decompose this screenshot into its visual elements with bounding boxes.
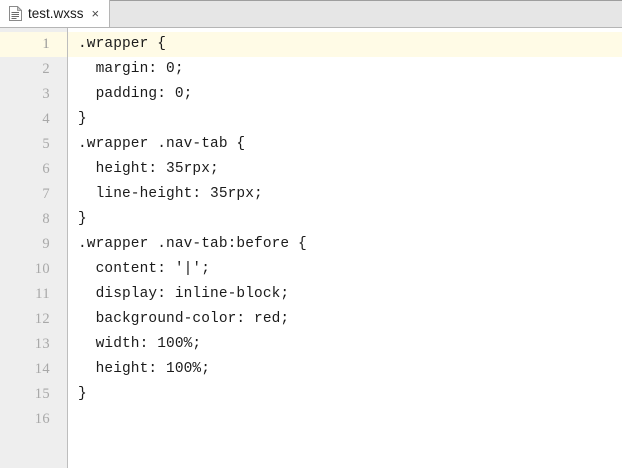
- code-line[interactable]: height: 100%;: [78, 361, 211, 377]
- line-number[interactable]: 13: [34, 336, 50, 352]
- line-number[interactable]: 1: [0, 32, 67, 57]
- line-number[interactable]: 15: [34, 386, 50, 402]
- line-number[interactable]: 11: [35, 286, 50, 302]
- code-line[interactable]: [68, 407, 622, 432]
- code-line[interactable]: }: [78, 386, 87, 402]
- code-line[interactable]: .wrapper .nav-tab:before {: [78, 236, 307, 252]
- code-line[interactable]: width: 100%;: [78, 336, 202, 352]
- code-line[interactable]: background-color: red;: [78, 311, 290, 327]
- tab-test-wxss[interactable]: test.wxss ×: [0, 0, 111, 27]
- line-number[interactable]: 12: [34, 311, 50, 327]
- code-line[interactable]: }: [78, 111, 87, 127]
- line-number[interactable]: 4: [42, 111, 50, 127]
- tab-bar-empty-area: [110, 0, 622, 27]
- code-line[interactable]: .wrapper .nav-tab {: [78, 136, 246, 152]
- tab-label: test.wxss: [28, 5, 84, 21]
- code-line[interactable]: .wrapper {: [68, 32, 622, 57]
- line-number[interactable]: 3: [42, 86, 50, 102]
- document-icon: [9, 6, 22, 21]
- code-line[interactable]: }: [78, 211, 87, 227]
- line-number[interactable]: 6: [42, 161, 50, 177]
- code-line[interactable]: line-height: 35rpx;: [78, 186, 263, 202]
- line-number[interactable]: 9: [42, 236, 50, 252]
- code-text-area[interactable]: .wrapper { margin: 0; padding: 0;} .wrapp…: [68, 28, 622, 468]
- line-number[interactable]: 14: [34, 361, 50, 377]
- code-line[interactable]: height: 35rpx;: [78, 161, 219, 177]
- code-line[interactable]: margin: 0;: [78, 61, 184, 77]
- code-line[interactable]: content: '|';: [78, 261, 211, 277]
- code-line[interactable]: display: inline-block;: [78, 286, 290, 302]
- tab-close-icon[interactable]: ×: [91, 5, 100, 21]
- line-number[interactable]: 5: [42, 136, 50, 152]
- line-number[interactable]: 7: [42, 186, 50, 202]
- tab-bar: test.wxss ×: [0, 0, 622, 28]
- line-number[interactable]: 8: [42, 211, 50, 227]
- line-number[interactable]: 10: [34, 261, 50, 277]
- line-number[interactable]: 16: [34, 411, 50, 427]
- code-line[interactable]: padding: 0;: [78, 86, 193, 102]
- line-number[interactable]: 2: [42, 61, 50, 77]
